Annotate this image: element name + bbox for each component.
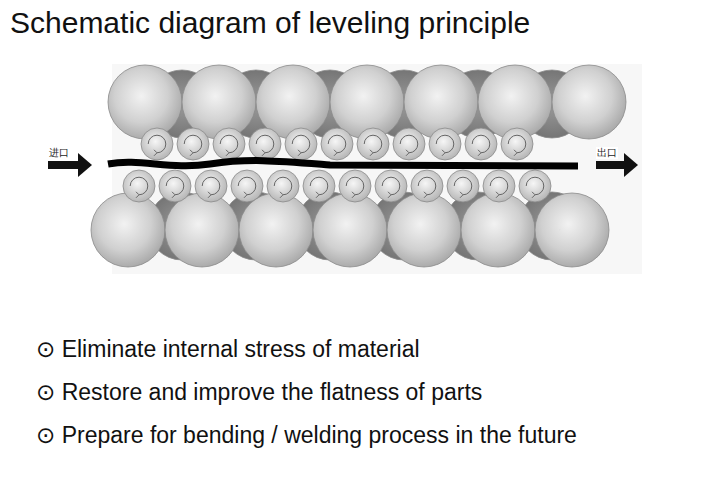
work-roll bbox=[231, 170, 263, 202]
work-roll bbox=[483, 170, 515, 202]
rotation-mark bbox=[472, 135, 490, 156]
rotation-mark bbox=[310, 177, 328, 198]
spacer bbox=[559, 229, 560, 230]
rotation-mark bbox=[382, 177, 400, 198]
bullet-point: ⊙ Eliminate internal stress of material bbox=[36, 336, 420, 363]
work-roll bbox=[447, 170, 479, 202]
support-roller bbox=[387, 193, 461, 267]
rotation-mark bbox=[364, 135, 382, 156]
work-roll bbox=[393, 128, 425, 160]
work-roll bbox=[249, 128, 281, 160]
work-roll bbox=[123, 170, 155, 202]
rotation-mark bbox=[202, 177, 220, 198]
inlet-label: 进口 bbox=[48, 147, 70, 159]
work-roll bbox=[357, 128, 389, 160]
work-roll bbox=[213, 128, 245, 160]
work-roll bbox=[177, 128, 209, 160]
work-roll bbox=[141, 128, 173, 160]
rotation-mark bbox=[220, 135, 238, 156]
work-roll bbox=[303, 170, 335, 202]
bullet-point: ⊙ Restore and improve the flatness of pa… bbox=[36, 379, 482, 406]
bullet-point: ⊙ Prepare for bending / welding process … bbox=[36, 422, 577, 449]
rotation-mark bbox=[184, 135, 202, 156]
rotation-mark bbox=[436, 135, 454, 156]
support-roller bbox=[108, 65, 182, 139]
rotation-mark bbox=[166, 177, 184, 198]
rotation-mark bbox=[418, 177, 436, 198]
rotation-mark bbox=[490, 177, 508, 198]
work-roll bbox=[429, 128, 461, 160]
work-roll bbox=[285, 128, 317, 160]
rotation-mark bbox=[292, 135, 310, 156]
rotation-mark bbox=[130, 177, 148, 198]
work-roll bbox=[321, 128, 353, 160]
work-roll bbox=[159, 170, 191, 202]
rotation-mark bbox=[238, 177, 256, 198]
work-roll bbox=[195, 170, 227, 202]
roller-set bbox=[91, 65, 626, 267]
support-roller bbox=[165, 193, 239, 267]
work-roll bbox=[411, 170, 443, 202]
work-roll bbox=[501, 128, 533, 160]
rotation-mark bbox=[526, 177, 544, 198]
support-roller bbox=[239, 193, 313, 267]
support-roller bbox=[330, 65, 404, 139]
outlet-label: 出口 bbox=[596, 147, 618, 159]
rotation-mark bbox=[454, 177, 472, 198]
rotation-mark bbox=[508, 135, 526, 156]
work-roll bbox=[267, 170, 299, 202]
support-roller bbox=[313, 193, 387, 267]
rotation-mark bbox=[274, 177, 292, 198]
work-roll bbox=[465, 128, 497, 160]
support-roller bbox=[552, 65, 626, 139]
support-roller bbox=[461, 193, 535, 267]
work-roll bbox=[375, 170, 407, 202]
diagram-title: Schematic diagram of leveling principle bbox=[10, 6, 530, 40]
rotation-mark bbox=[346, 177, 364, 198]
rotation-mark bbox=[148, 135, 166, 156]
support-roller bbox=[535, 193, 609, 267]
work-roll bbox=[339, 170, 371, 202]
work-roll bbox=[519, 170, 551, 202]
support-roller bbox=[91, 193, 165, 267]
steel-strip bbox=[108, 161, 578, 166]
rotation-mark bbox=[328, 135, 346, 156]
rotation-mark bbox=[400, 135, 418, 156]
rotation-mark bbox=[256, 135, 274, 156]
support-roller bbox=[404, 65, 478, 139]
